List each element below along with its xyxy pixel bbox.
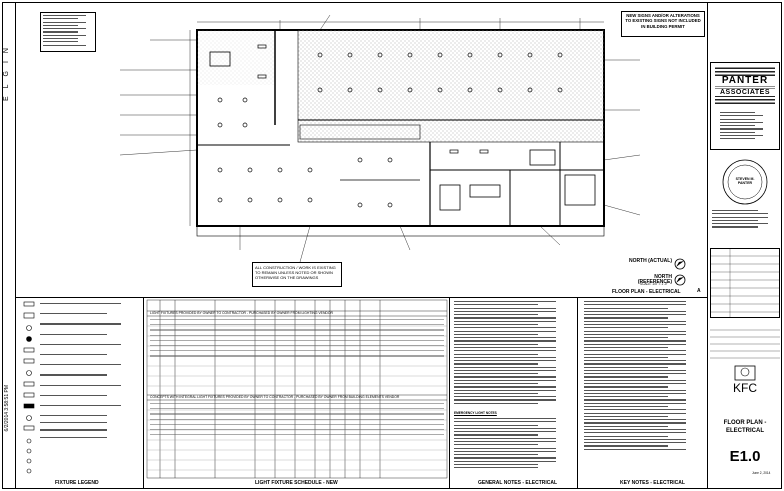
seal-name: STEVEN M. PANTER bbox=[735, 177, 755, 185]
existing-note-box bbox=[252, 262, 342, 287]
fixture-legend-title: FIXTURE LEGEND bbox=[55, 480, 99, 486]
general-notes-panel bbox=[450, 297, 578, 489]
fixture-legend-descriptions bbox=[40, 303, 135, 444]
north-actual-label: NORTH (ACTUAL) bbox=[628, 258, 672, 264]
key-notes-list bbox=[584, 301, 704, 452]
emergency-notes-heading: EMERGENCY LIGHT NOTES bbox=[454, 411, 497, 416]
plan-detail-number: A bbox=[697, 288, 701, 294]
revision-table bbox=[710, 248, 780, 318]
permit-notice: NEW SIGNS AND/OR ALTERATIONS TO EXISTING… bbox=[625, 13, 701, 29]
firm-address-lines bbox=[720, 112, 770, 142]
schedule-panel bbox=[144, 297, 450, 489]
street-strip bbox=[2, 2, 16, 489]
schedule-banner-owner: LIGHT FIXTURES PROVIDED BY OWNER TO CONT… bbox=[150, 311, 333, 315]
permit-notice-box bbox=[621, 11, 705, 37]
north-reference-label: NORTH (REFERENCE) bbox=[637, 274, 672, 285]
plan-notes-box bbox=[40, 12, 96, 52]
firm-name-line1: PANTER bbox=[712, 76, 778, 86]
sheet-date: June 2, 2014 bbox=[752, 471, 771, 475]
schedule-title: LIGHT FIXTURE SCHEDULE - NEW bbox=[255, 480, 338, 486]
schedule-rows-lower bbox=[150, 403, 444, 439]
existing-note: ALL CONSTRUCTION / WORK IS EXISTING TO R… bbox=[255, 265, 336, 281]
signature-lines bbox=[712, 210, 778, 230]
schedule-rows-upper bbox=[150, 319, 444, 361]
firm-logo-box bbox=[710, 62, 780, 150]
bottom-panels bbox=[16, 297, 708, 489]
firm-logo-mark bbox=[715, 66, 775, 106]
general-notes-title: GENERAL NOTES - ELECTRICAL bbox=[478, 480, 558, 486]
plan-scale: SCALE: 1/4" = 1'-0" bbox=[640, 282, 668, 286]
client-logo: KFC bbox=[733, 381, 757, 395]
schedule-banner-concepts: CONCEPTS WITH INTEGRAL LIGHT FIXTURES PR… bbox=[150, 395, 400, 399]
firm-name-line2: ASSOCIATES bbox=[712, 89, 778, 96]
plan-title: FLOOR PLAN - ELECTRICAL bbox=[612, 289, 681, 295]
general-notes-list bbox=[454, 301, 574, 406]
emergency-notes-list bbox=[454, 418, 574, 471]
legend-panel bbox=[16, 297, 144, 489]
plan-notes-lines bbox=[43, 15, 93, 48]
key-notes-title: KEY NOTES - ELECTRICAL bbox=[620, 480, 685, 486]
sheet-number: E1.0 bbox=[729, 448, 761, 465]
sheet-title: FLOOR PLAN - ELECTRICAL bbox=[723, 420, 767, 434]
